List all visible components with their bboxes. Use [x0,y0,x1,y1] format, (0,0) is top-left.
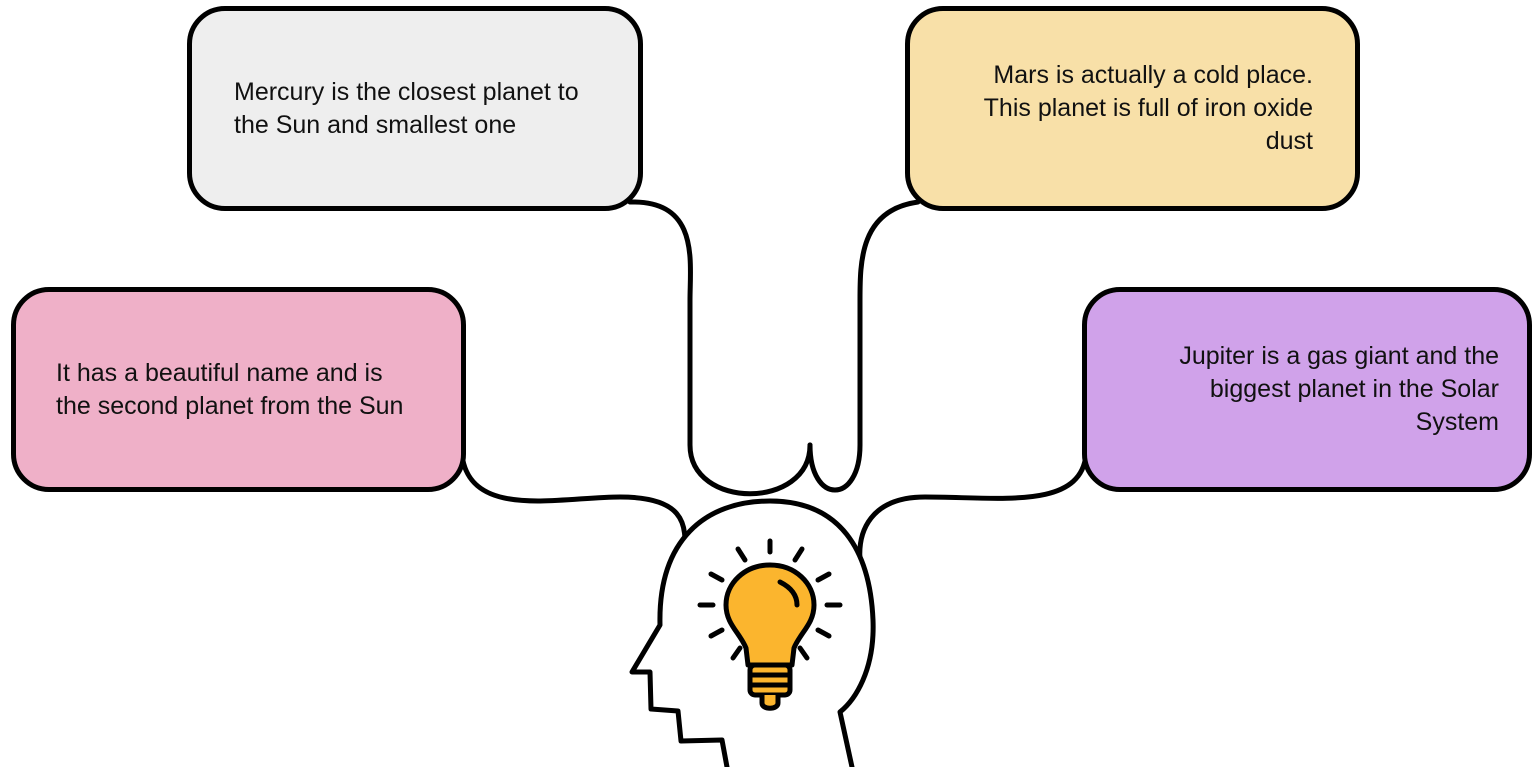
card-venus: It has a beautiful name and is the secon… [11,287,466,492]
card-mars-text: Mars is actually a cold place. This plan… [983,61,1313,155]
card-jupiter-text: Jupiter is a gas giant and the biggest p… [1179,342,1499,436]
connector-mercury [627,199,813,497]
card-jupiter: Jupiter is a gas giant and the biggest p… [1082,287,1532,492]
card-mars: Mars is actually a cold place. This plan… [905,6,1360,211]
card-mercury-text: Mercury is the closest planet to the Sun… [234,77,579,139]
connector-venus [459,452,688,563]
card-mercury: Mercury is the closest planet to the Sun… [187,6,643,211]
lightbulb-icon [697,538,843,711]
connector-mars [807,199,921,493]
connector-jupiter [857,452,1089,563]
card-venus-text: It has a beautiful name and is the secon… [56,358,404,420]
